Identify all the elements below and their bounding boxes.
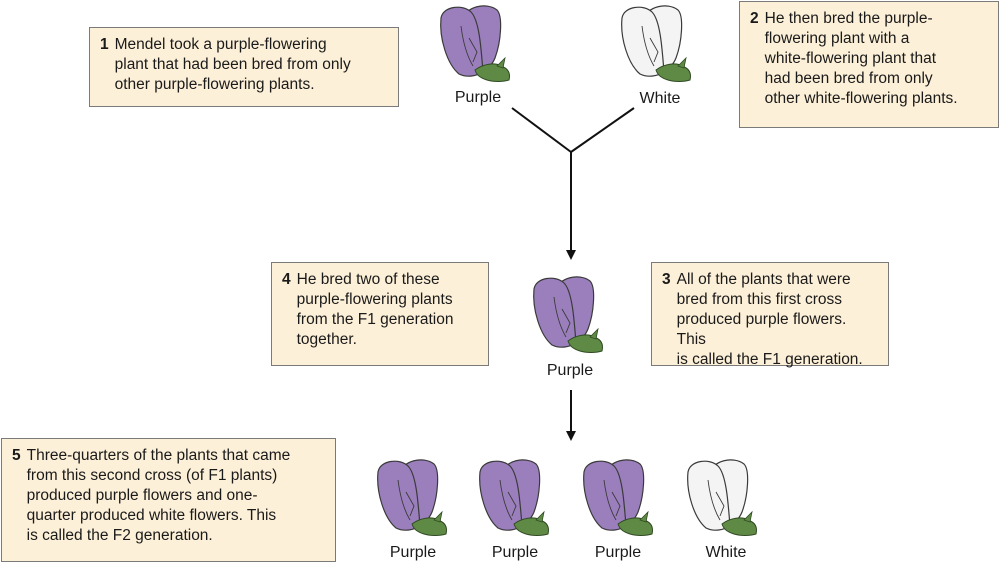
f1-purple-flower-icon — [533, 276, 604, 354]
parent-white-label: White — [639, 90, 681, 107]
step-1-box: 1 Mendel took a purple-flowering plant t… — [89, 27, 399, 107]
step-3-box: 3 All of the plants that were bred from … — [651, 262, 889, 368]
step-number: 4 — [282, 271, 291, 288]
step-4-box: 4 He bred two of these purple-flowering … — [271, 262, 489, 366]
step-5-box: 5 Three-quarters of the plants that came… — [1, 438, 336, 562]
f2-label-3: Purple — [594, 544, 642, 561]
step-text: He bred two of these purple-flowering pl… — [296, 271, 454, 348]
step-text: Three-quarters of the plants that came f… — [26, 447, 291, 544]
step-number: 1 — [100, 36, 109, 53]
cross-line-left — [511, 107, 572, 153]
step-text: Mendel took a purple-flowering plant tha… — [114, 36, 351, 93]
step-text: He then bred the purple- flowering plant… — [764, 10, 958, 107]
f2-white-flower-icon — [687, 459, 758, 537]
f1-purple-label: Purple — [546, 362, 594, 379]
f2-label-2: Purple — [491, 544, 539, 561]
step-number: 5 — [12, 447, 21, 464]
f2-label-1: Purple — [389, 544, 437, 561]
cross-line-right — [570, 107, 635, 153]
f2-purple-flower-icon-3 — [583, 459, 654, 537]
parent-white-flower-icon — [621, 5, 692, 83]
step-text: All of the plants that were bred from th… — [676, 271, 863, 368]
step-2-box: 2 He then bred the purple- flowering pla… — [739, 1, 999, 128]
parent-purple-label: Purple — [454, 89, 502, 106]
parent-purple-flower-icon — [440, 5, 511, 83]
step-number: 3 — [662, 271, 671, 288]
f2-label-4: White — [705, 544, 747, 561]
f2-purple-flower-icon-1 — [377, 459, 448, 537]
f2-purple-flower-icon-2 — [479, 459, 550, 537]
step-number: 2 — [750, 10, 759, 27]
